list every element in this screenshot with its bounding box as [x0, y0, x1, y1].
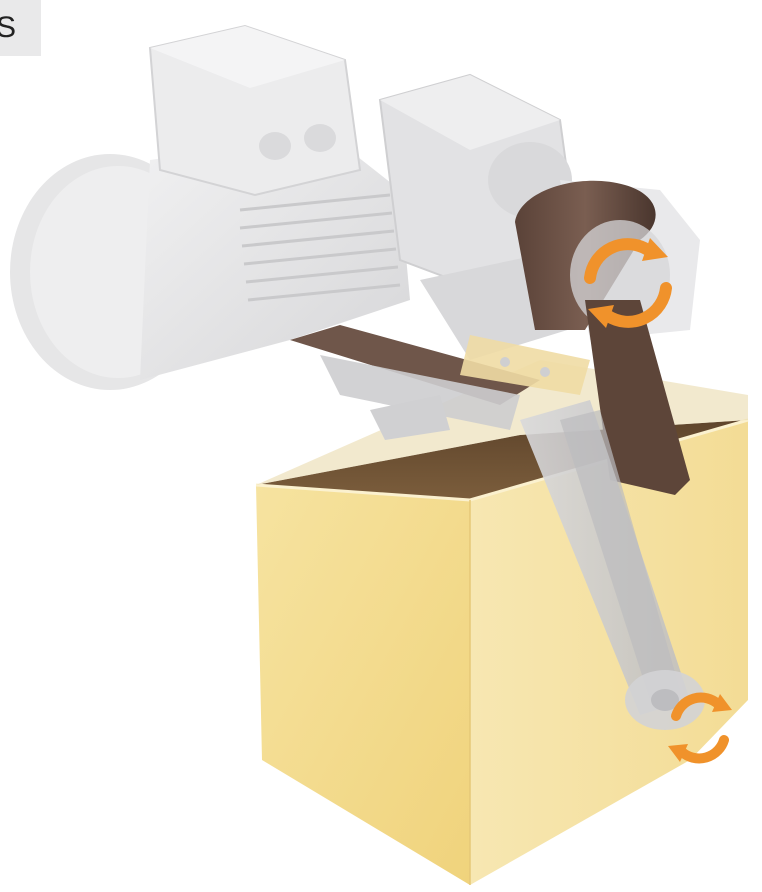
rotation-arrows-icon — [668, 692, 732, 764]
motor — [10, 24, 600, 390]
discharge-chute — [290, 325, 540, 440]
tail-pulley — [625, 670, 705, 730]
rotation-arrows-icon — [584, 238, 672, 328]
motor-body — [140, 135, 410, 380]
motor-cooling-fins — [239, 193, 401, 302]
mounting-plate — [460, 335, 590, 395]
tank-front-face — [256, 485, 470, 885]
corner-label-text: S — [0, 11, 17, 44]
tank-side-face — [470, 420, 748, 885]
skimmer-belt — [520, 300, 690, 715]
corner-label: S — [0, 0, 41, 56]
